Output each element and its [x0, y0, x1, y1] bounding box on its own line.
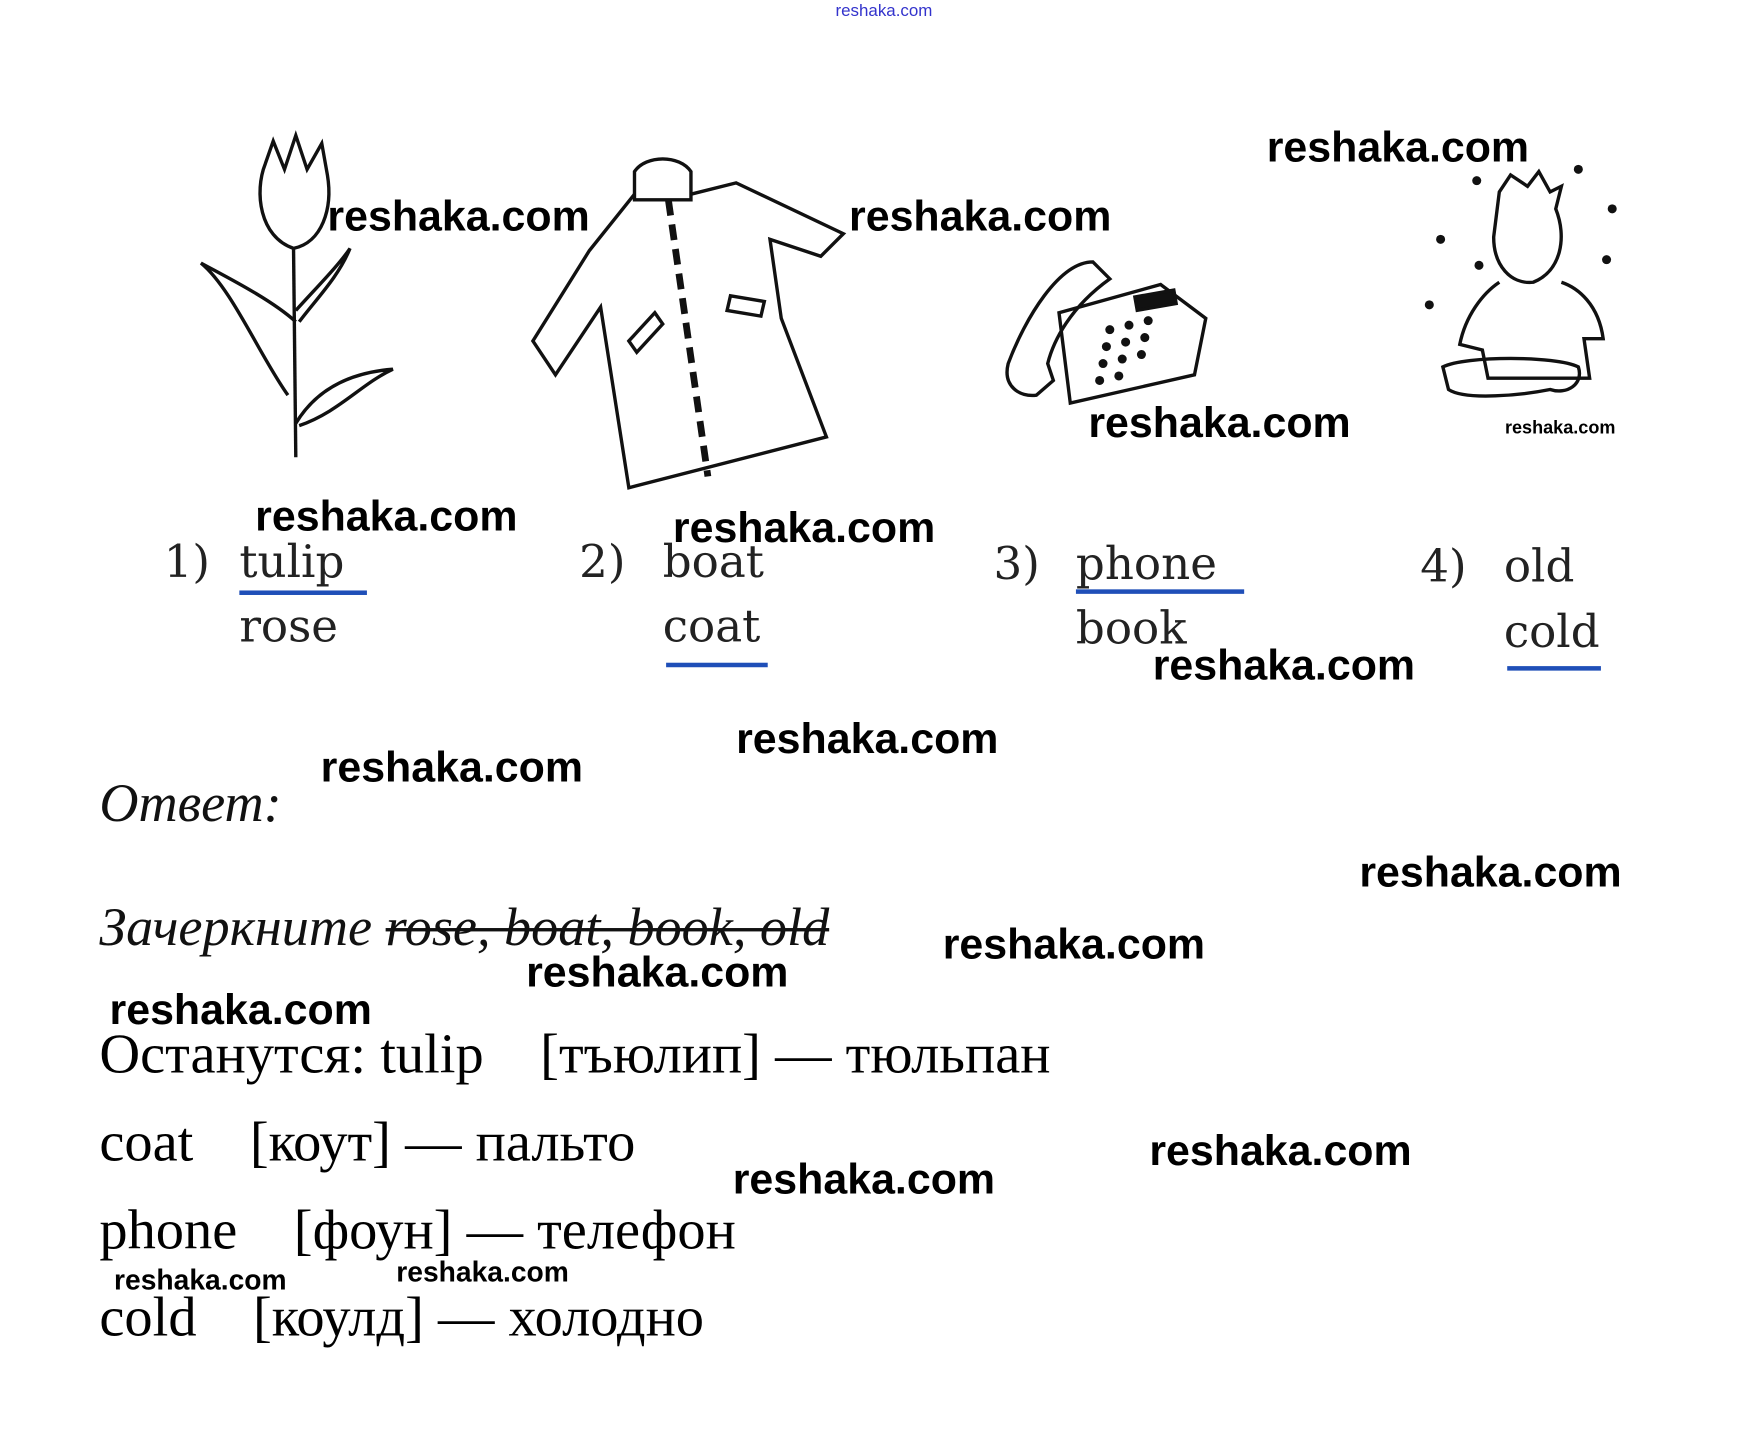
- option-3-underline: [1075, 589, 1245, 594]
- option-2-underline: [666, 662, 768, 668]
- watermark: reshaka.com: [114, 1264, 287, 1297]
- answer-transcription: [коулд]: [253, 1284, 424, 1349]
- remain-prefix: Останутся:: [99, 1021, 367, 1085]
- option-1-word-1: tulip: [239, 536, 345, 589]
- watermark: reshaka.com: [396, 1256, 569, 1289]
- answer-transcription: [коут]: [249, 1109, 391, 1174]
- watermark: reshaka.com: [732, 1156, 996, 1204]
- watermark: reshaka.com: [109, 986, 372, 1035]
- watermark: reshaka.com: [736, 715, 999, 764]
- answer-translation: холодно: [508, 1284, 705, 1349]
- answer-translation: тюльпан: [845, 1021, 1051, 1085]
- watermark: reshaka.com: [672, 504, 936, 553]
- answer-transcription: [фоун]: [293, 1197, 453, 1262]
- answer-line-4: cold [коулд] — холодно: [99, 1288, 704, 1344]
- option-3-number: 3): [993, 538, 1040, 591]
- watermark: reshaka.com: [1088, 399, 1351, 448]
- answer-dash: —: [775, 1021, 832, 1085]
- option-1-word-2: rose: [239, 600, 339, 653]
- answer-line-3: phone [фоун] — телефон: [99, 1201, 735, 1257]
- option-4-number: 4): [1420, 540, 1467, 593]
- struck-words: rose, boat, book, old: [385, 897, 830, 958]
- answer-line-1: Останутся: tulip [тъюлип] — тюльпан: [99, 1025, 1050, 1081]
- site-watermark-top[interactable]: reshaka.com: [835, 1, 933, 21]
- tulip-icon: [199, 130, 394, 458]
- watermark: reshaka.com: [1152, 642, 1416, 690]
- option-2-number: 2): [579, 536, 626, 589]
- cold-boy-icon: [1424, 164, 1617, 398]
- watermark: reshaka.com: [1504, 418, 1616, 439]
- option-1-number: 1): [163, 536, 211, 589]
- option-2-word-1: boat: [662, 536, 764, 589]
- watermark: reshaka.com: [942, 921, 1206, 969]
- watermark: reshaka.com: [849, 193, 1112, 241]
- option-3-word-2: book: [1075, 602, 1187, 655]
- answer-dash: —: [437, 1284, 495, 1349]
- strike-instruction: Зачеркните rose, boat, book, old: [99, 897, 830, 958]
- option-4-word-1: old: [1503, 540, 1575, 593]
- answer-translation: телефон: [537, 1197, 736, 1262]
- answer-translation: пальто: [475, 1109, 636, 1174]
- answer-dash: —: [466, 1197, 524, 1262]
- answer-heading: Ответ:: [99, 773, 282, 834]
- watermark: reshaka.com: [327, 193, 590, 241]
- watermark: reshaka.com: [1149, 1127, 1412, 1176]
- answer-word: coat: [99, 1109, 194, 1174]
- answer-word: tulip: [380, 1021, 484, 1085]
- answer-transcription: [тъюлип]: [540, 1021, 761, 1085]
- watermark: reshaka.com: [1266, 124, 1530, 172]
- option-4-word-2: cold: [1503, 606, 1600, 659]
- watermark: reshaka.com: [526, 949, 789, 997]
- answer-word: phone: [99, 1197, 238, 1262]
- watermark: reshaka.com: [320, 744, 583, 792]
- answer-line-2: coat [коут] — пальто: [99, 1113, 635, 1169]
- phone-icon: [1005, 260, 1208, 406]
- option-2-word-2: coat: [662, 600, 761, 653]
- option-3-word-1: phone: [1075, 538, 1217, 591]
- watermark: reshaka.com: [255, 493, 518, 541]
- watermark: reshaka.com: [1359, 849, 1622, 897]
- strike-prefix: Зачеркните: [99, 897, 373, 958]
- coat-icon: [530, 157, 847, 490]
- option-4-underline: [1507, 666, 1601, 671]
- option-1-underline: [239, 590, 367, 595]
- answer-word: cold: [99, 1284, 197, 1349]
- answer-dash: —: [405, 1109, 462, 1174]
